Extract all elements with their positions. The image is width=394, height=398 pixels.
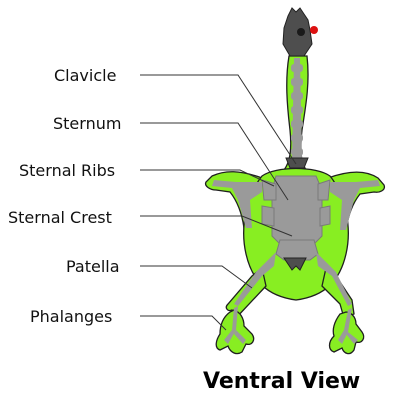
label-sternal-ribs: Sternal Ribs	[19, 161, 115, 180]
label-sternal-crest: Sternal Crest	[8, 208, 112, 227]
skull	[283, 8, 318, 56]
label-clavicle: Clavicle	[54, 66, 116, 85]
label-sternum: Sternum	[53, 114, 121, 133]
leader-clavicle	[140, 75, 296, 164]
label-phalanges: Phalanges	[30, 307, 112, 326]
labels: Clavicle Sternum Sternal Ribs Sternal Cr…	[8, 66, 121, 326]
leader-patella	[140, 266, 252, 288]
view-title: Ventral View	[203, 369, 360, 394]
leader-phalanges	[140, 316, 226, 330]
comb-icon	[310, 26, 318, 34]
label-patella: Patella	[66, 257, 120, 276]
